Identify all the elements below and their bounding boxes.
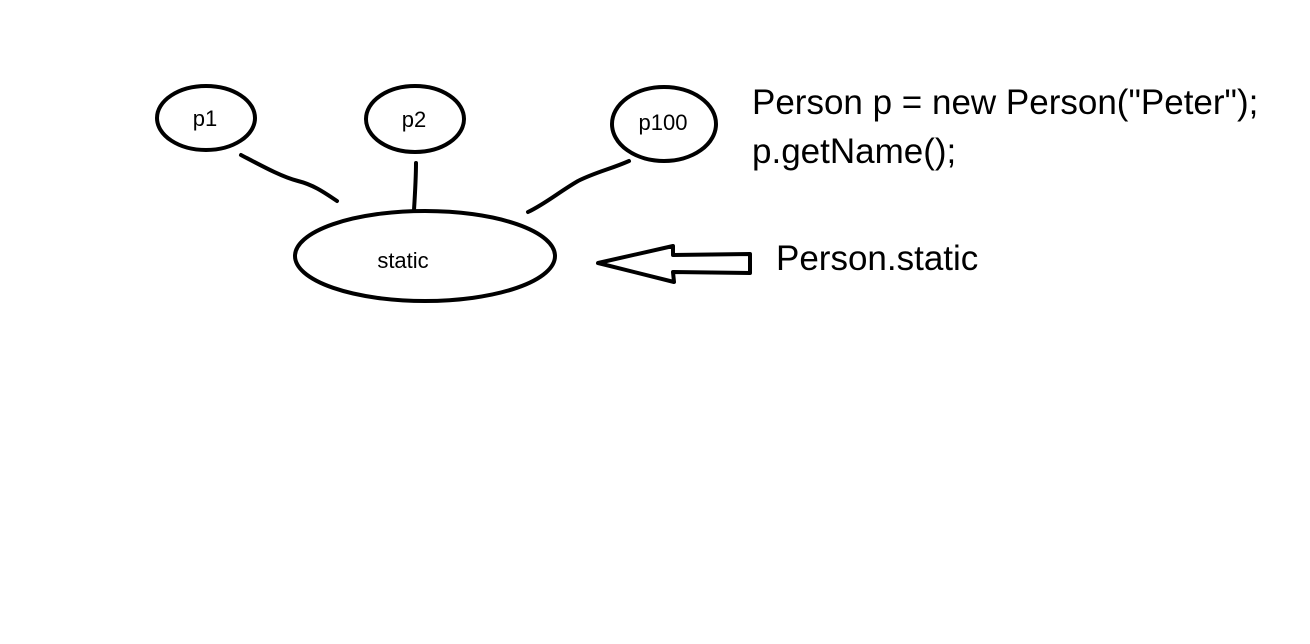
- instance-node-p1: p1: [155, 84, 257, 152]
- code-line-2: p.getName();: [752, 132, 956, 171]
- arrow-label: Person.static: [776, 239, 978, 278]
- code-line-1: Person p = new Person("Peter");: [752, 83, 1258, 122]
- instance-node-p1-ellipse: [155, 84, 257, 152]
- static-node: static: [293, 209, 557, 303]
- static-node-ellipse: [293, 209, 557, 303]
- block-arrow-left: [596, 244, 752, 284]
- static-node-label: static: [377, 248, 428, 273]
- connector-p1-static: [239, 153, 339, 203]
- instance-node-p100-ellipse: [610, 85, 718, 163]
- instance-node-p100-label: p100: [639, 110, 688, 135]
- connector-p100-static: [526, 159, 631, 214]
- connector-p2-static: [412, 161, 418, 212]
- instance-node-p1-label: p1: [193, 106, 217, 131]
- instance-node-p100: p100: [610, 85, 718, 163]
- instance-node-p2-label: p2: [402, 107, 426, 132]
- instance-node-p2: p2: [364, 84, 466, 154]
- instance-node-p2-ellipse: [364, 84, 466, 154]
